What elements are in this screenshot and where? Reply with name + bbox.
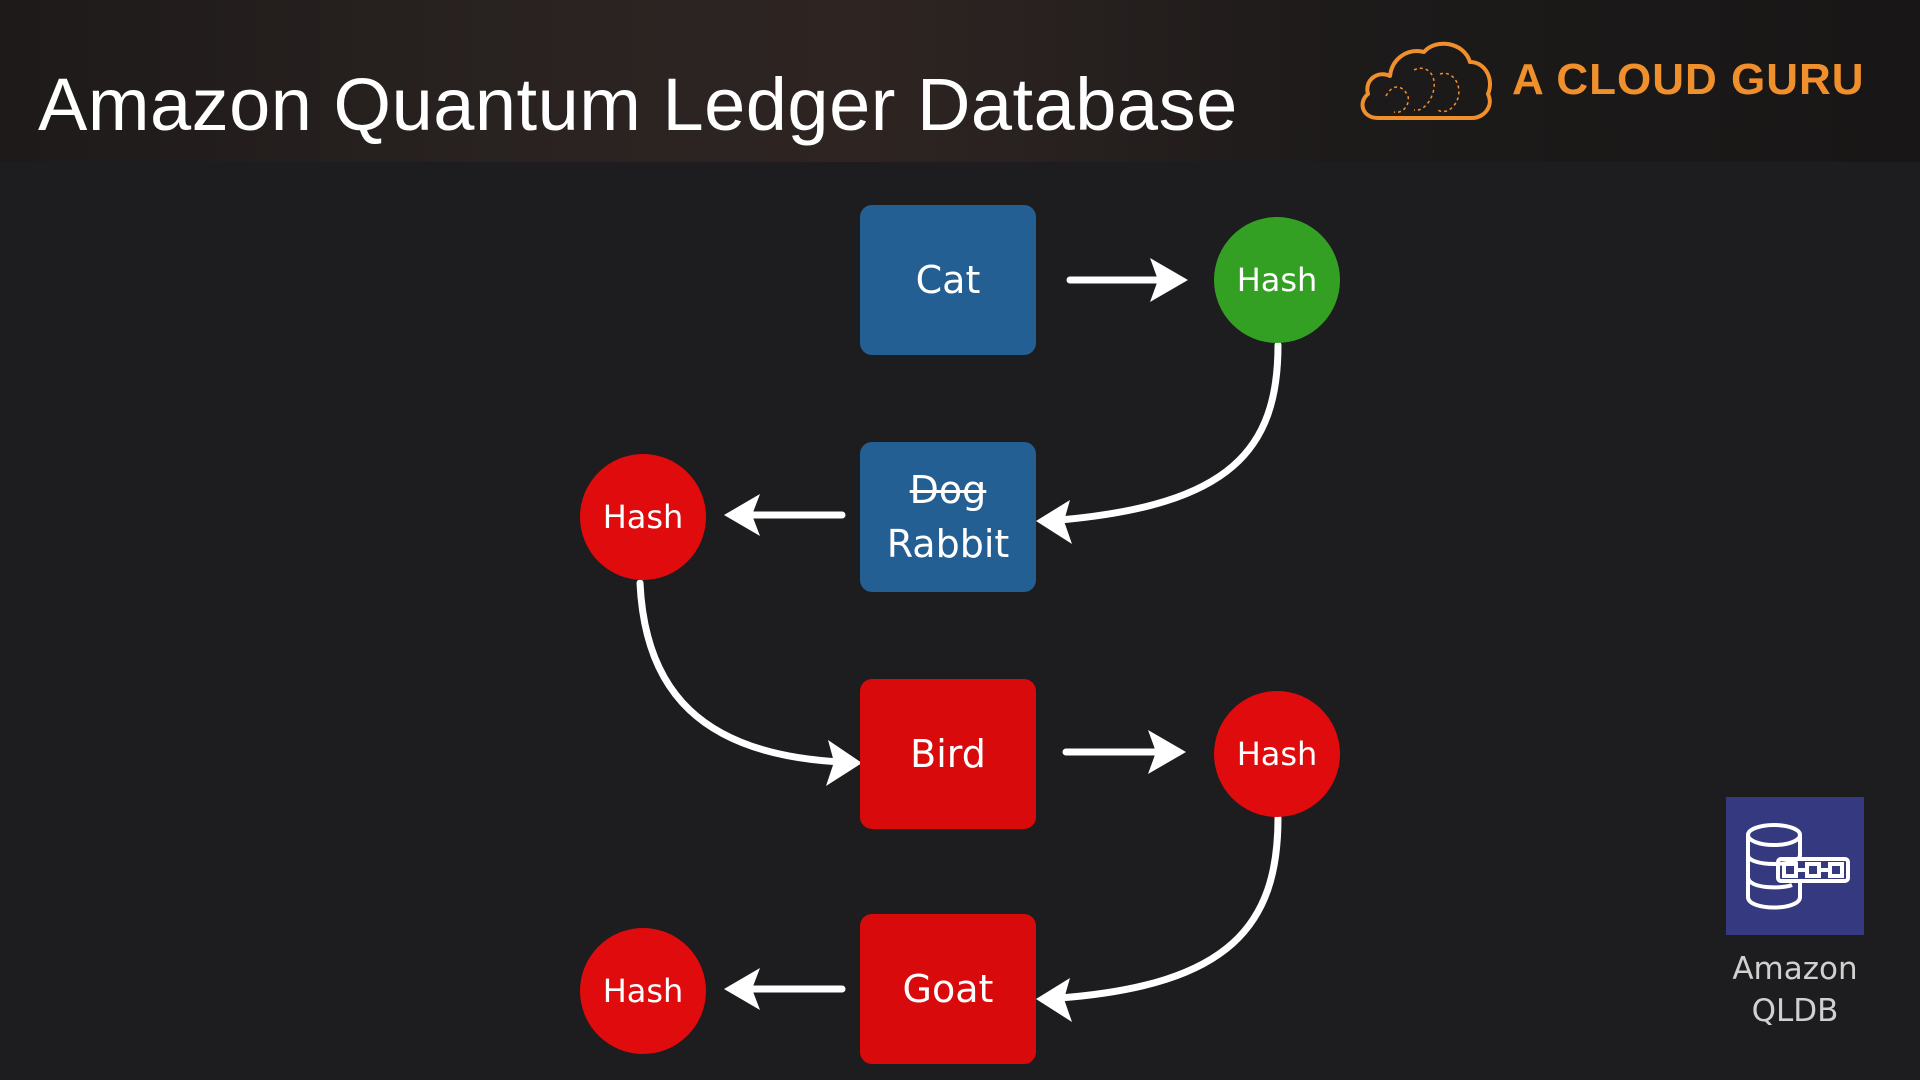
qldb-label-line2: QLDB [1751, 993, 1839, 1029]
qldb-glyph [1746, 823, 1850, 910]
arrowhead-2 [1036, 500, 1072, 544]
arrow-hash-to-bird [636, 579, 846, 766]
arrow-hash-to-rabbit [1056, 341, 1282, 524]
brand-name: A CLOUD GURU [1512, 55, 1865, 104]
hash-node-2: Hash [580, 454, 706, 580]
qldb-label-line1: Amazon [1732, 951, 1858, 987]
slide-title: Amazon Quantum Ledger Database [38, 63, 1238, 146]
arrow-hash-to-goat [1056, 814, 1282, 1002]
brand-logo: A CLOUD GURU [1356, 40, 1876, 124]
hash-node-3: Hash [1214, 691, 1340, 817]
arrowhead-7 [724, 968, 760, 1010]
arrowhead-5 [1148, 730, 1186, 774]
hash-node-1: Hash [1214, 217, 1340, 343]
block-struck-label: Dog [909, 468, 987, 512]
block-cat: Cat [860, 205, 1036, 355]
arrowhead-4 [826, 740, 862, 786]
hash-label: Hash [602, 498, 684, 536]
arrowhead-6 [1036, 978, 1072, 1022]
qldb-database-icon [1726, 797, 1864, 935]
arrowhead-3 [724, 494, 760, 536]
block-label: Bird [910, 732, 986, 776]
qldb-label: Amazon QLDB [1705, 948, 1885, 1032]
block-label: Goat [902, 967, 994, 1011]
cloud-logo-icon [1360, 41, 1492, 120]
block-rabbit: Dog Rabbit [860, 442, 1036, 592]
block-label: Cat [915, 258, 981, 302]
hash-node-4: Hash [580, 928, 706, 1054]
arrowhead-1 [1150, 258, 1188, 302]
hash-label: Hash [1236, 261, 1318, 299]
block-label: Rabbit [886, 522, 1010, 566]
hash-label: Hash [1236, 735, 1318, 773]
block-goat: Goat [860, 914, 1036, 1064]
slide-header [0, 0, 1920, 162]
hash-label: Hash [602, 972, 684, 1010]
block-bird: Bird [860, 679, 1036, 829]
